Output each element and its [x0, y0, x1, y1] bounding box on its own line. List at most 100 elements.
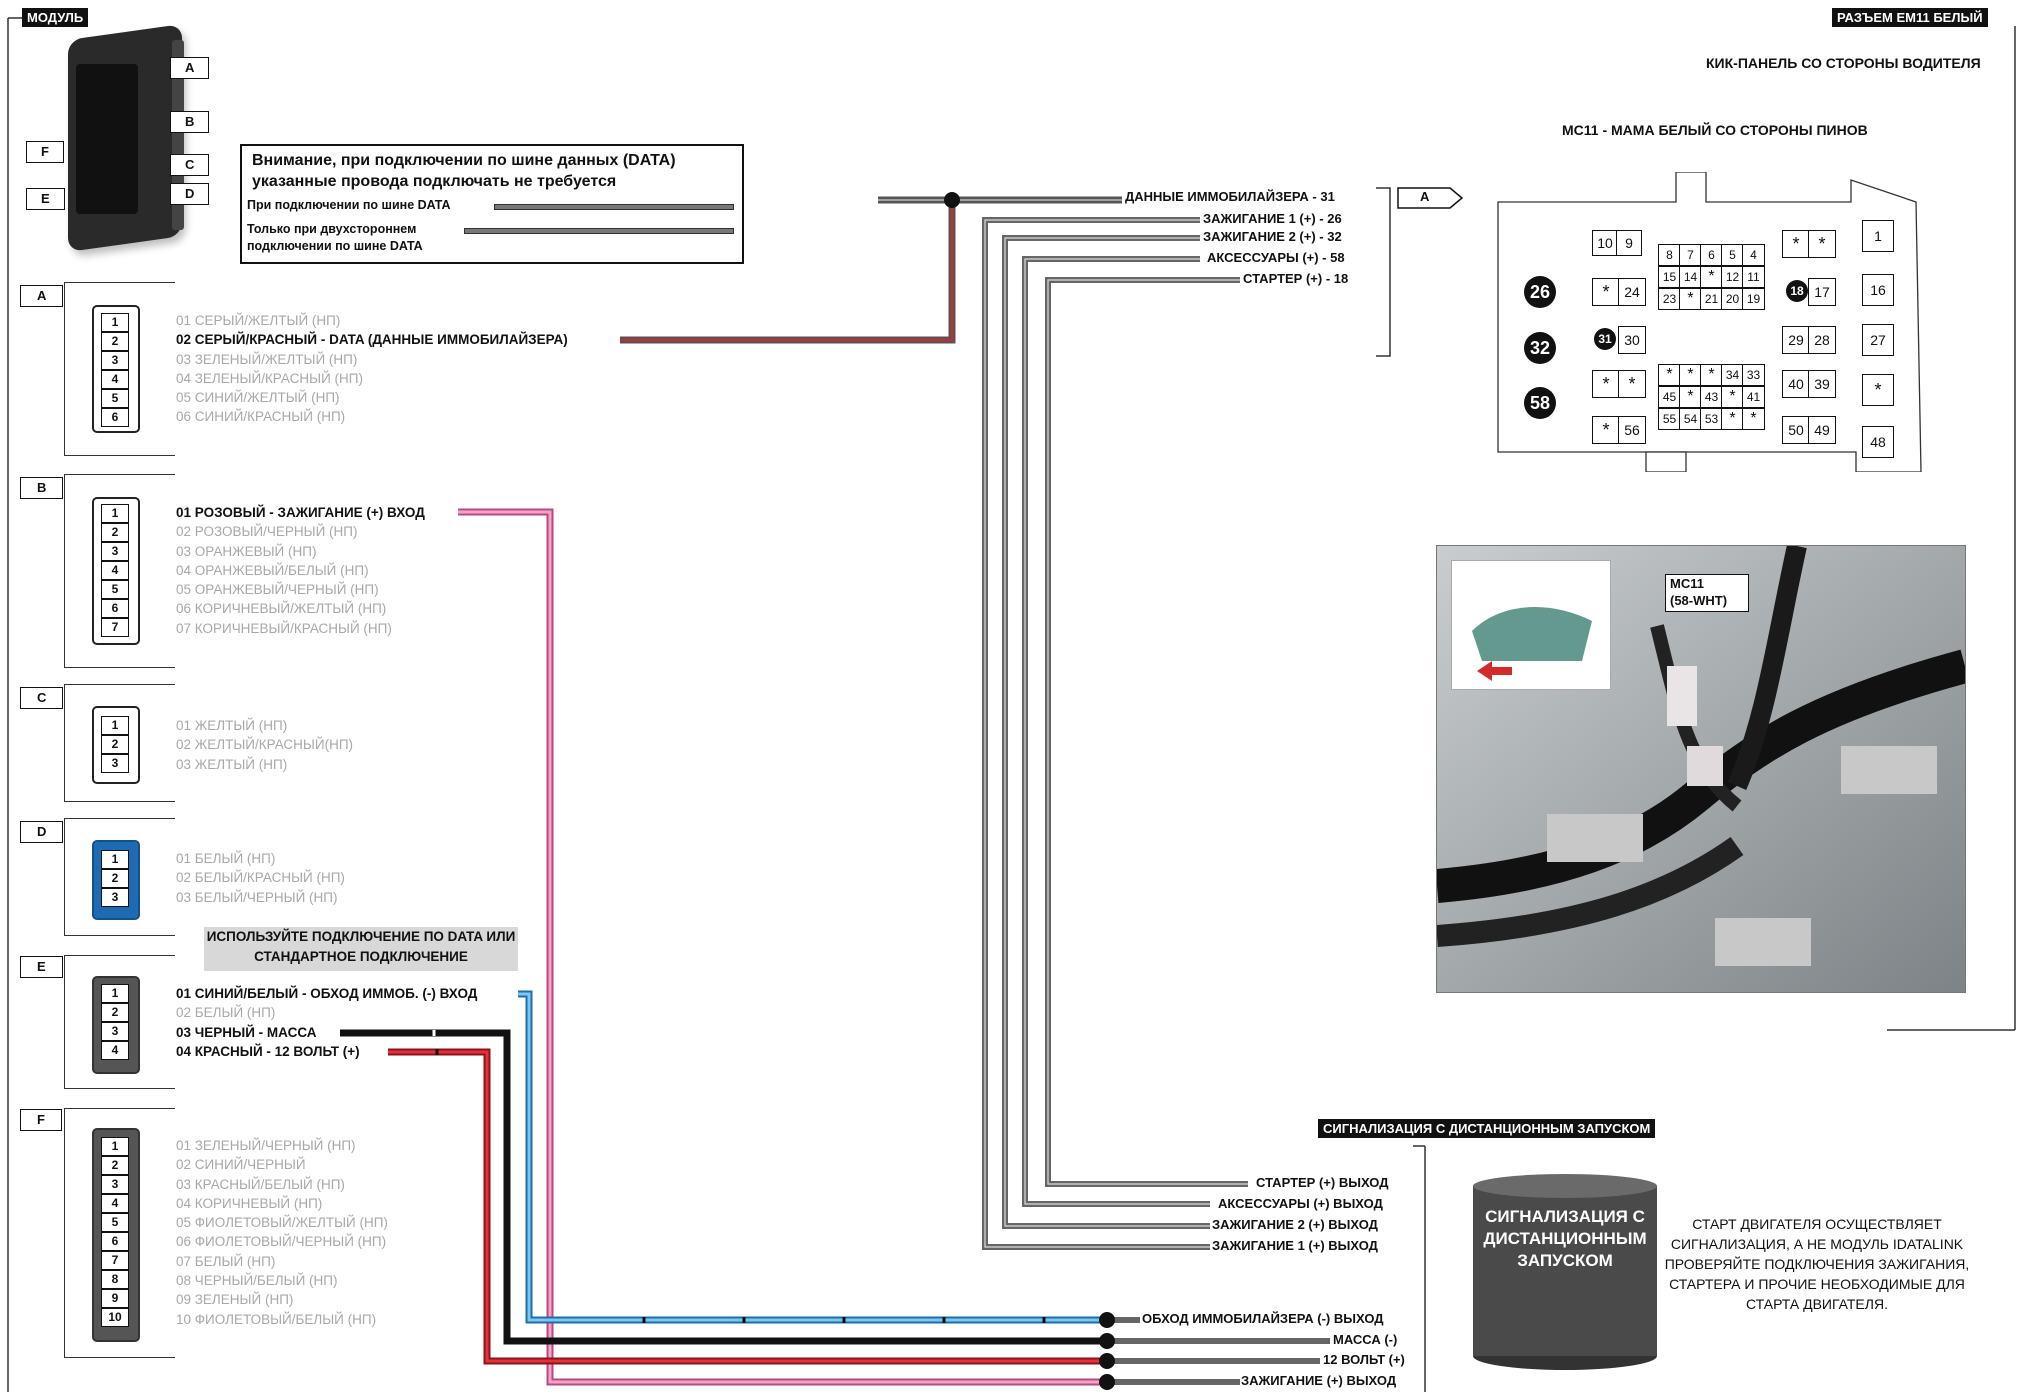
wire-b3: 03 ОРАНЖЕВЫЙ (НП)	[176, 543, 317, 559]
photo-blank-label-3	[1715, 918, 1811, 966]
wire-a5: 05 СИНИЙ/ЖЕЛТЫЙ (НП)	[176, 390, 340, 406]
vehicle-wire-starter: СТАРТЕР (+) - 18	[1243, 271, 1349, 286]
out-12v: 12 ВОЛЬТ (+)	[1323, 1352, 1405, 1367]
wire-f10: 10 ФИОЛЕТОВЫЙ/БЕЛЫЙ (НП)	[176, 1311, 377, 1327]
vehicle-wire-ign2: ЗАЖИГАНИЕ 2 (+) - 32	[1203, 229, 1342, 244]
red-12v-wire	[388, 1048, 1105, 1365]
alarm-output-ign1: ЗАЖИГАНИЕ 1 (+) ВЫХОД	[1212, 1238, 1378, 1253]
warning-line1: Внимание, при подключении по шине данных…	[252, 152, 676, 169]
pin-circle-18: 18	[1786, 280, 1808, 302]
connector-title: РАЗЪЕМ EM11 БЕЛЫЙ	[1832, 8, 1988, 27]
alarm-unit-label: СИГНАЛИЗАЦИЯ С ДИСТАНЦИОННЫМ ЗАПУСКОМ	[1483, 1207, 1647, 1270]
vehicle-bracket	[1376, 187, 1391, 357]
wire-b2: 02 РОЗОВЫЙ/ЧЕРНЫЙ (НП)	[176, 524, 358, 540]
wire-f6: 06 ФИОЛЕТОВЫЙ/ЧЕРНЫЙ (НП)	[176, 1234, 387, 1250]
port-tag-c: C	[170, 154, 210, 176]
connector-f-wires: 01 ЗЕЛЕНЫЙ/ЧЕРНЫЙ (НП) 02 СИНИЙ/ЧЕРНЫЙ 0…	[176, 1136, 388, 1329]
warning-row2b: подключении по шине DATA	[247, 239, 423, 253]
section-f-frame	[64, 1108, 175, 1358]
vehicle-photo: MC11 (58-WHT)	[1436, 545, 1966, 993]
photo-blank-label-1	[1841, 746, 1937, 794]
mc11-pinout: 26 32 58 18 31 10 9 8 7 6 5 4 * * 1 * 24…	[1496, 172, 1926, 472]
out-ground: МАССА (-)	[1333, 1332, 1398, 1347]
pink-ignition-wire	[458, 508, 1105, 1386]
vehicle-wire-acc: АКСЕССУАРЫ (+) - 58	[1207, 250, 1345, 265]
port-tag-a: A	[170, 57, 210, 79]
port-tag-b: B	[170, 111, 210, 133]
wire-a2: 02 СЕРЫЙ/КРАСНЫЙ - DATA (ДАННЫЕ ИММОБИЛА…	[176, 332, 568, 348]
port-tag-d: D	[170, 183, 210, 205]
wire-e2: 02 БЕЛЫЙ (НП)	[176, 1005, 276, 1021]
data-or-standard-note: ИСПОЛЬЗУЙТЕ ПОДКЛЮЧЕНИЕ ПО DATA ИЛИ СТАН…	[204, 927, 518, 971]
wire-e3: 03 ЧЕРНЫЙ - МАССА	[176, 1024, 317, 1040]
wire-f3: 03 КРАСНЫЙ/БЕЛЫЙ (НП)	[176, 1176, 345, 1192]
vehicle-data-line	[878, 192, 1122, 208]
vehicle-wire-data: ДАННЫЕ ИММОБИЛАЙЗЕРА - 31	[1125, 189, 1335, 204]
pin-circle-26: 26	[1524, 276, 1556, 308]
wire-f7: 07 БЕЛЫЙ (НП)	[176, 1253, 276, 1269]
connector-e-wires: 01 СИНИЙ/БЕЛЫЙ - ОБХОД ИММОБ. (-) ВХОД 0…	[176, 984, 477, 1061]
section-d-frame	[64, 818, 175, 936]
wire-c1: 01 ЖЕЛТЫЙ (НП)	[176, 718, 288, 733]
data-junction-dot	[944, 192, 960, 208]
warning-line-sample1	[494, 204, 734, 210]
warning-box: Внимание, при подключении по шине данных…	[240, 144, 744, 264]
wire-f1: 01 ЗЕЛЕНЫЙ/ЧЕРНЫЙ (НП)	[176, 1138, 356, 1153]
module-title: МОДУЛЬ	[22, 8, 89, 27]
connector-tag-b: B	[20, 477, 64, 499]
wire-e1: 01 СИНИЙ/БЕЛЫЙ - ОБХОД ИММОБ. (-) ВХОД	[176, 986, 478, 1001]
kick-panel-label: КИК-ПАНЕЛЬ СО СТОРОНЫ ВОДИТЕЛЯ	[1706, 55, 1981, 71]
mc11-title: MC11 - МАМА БЕЛЫЙ СО СТОРОНЫ ПИНОВ	[1562, 122, 1868, 138]
out-bypass: ОБХОД ИММОБИЛАЙЗЕРА (-) ВЫХОД	[1142, 1311, 1384, 1326]
connector-tag-a: A	[20, 285, 64, 307]
blue-bypass-wire	[518, 990, 1105, 1324]
connector-tag-e: E	[20, 956, 63, 978]
data-wire	[620, 200, 956, 344]
wire-d2: 02 БЕЛЫЙ/КРАСНЫЙ (НП)	[176, 870, 345, 886]
wire-f5: 05 ФИОЛЕТОВЫЙ/ЖЕЛТЫЙ (НП)	[176, 1215, 388, 1231]
connector-tag-f: F	[20, 1109, 62, 1131]
wire-f4: 04 КОРИЧНЕВЫЙ (НП)	[176, 1195, 323, 1211]
black-ground-wire	[340, 1029, 1105, 1345]
wire-e4: 04 КРАСНЫЙ - 12 ВОЛЬТ (+)	[176, 1043, 360, 1059]
warning-row2a: Только при двухстороннем	[247, 222, 417, 236]
wire-f2: 02 СИНИЙ/ЧЕРНЫЙ	[176, 1157, 306, 1173]
alarm-output-ign2: ЗАЖИГАНИЕ 2 (+) ВЫХОД	[1212, 1217, 1378, 1232]
connector-a-wires: 01 СЕРЫЙ/ЖЕЛТЫЙ (НП) 02 СЕРЫЙ/КРАСНЫЙ - …	[176, 311, 568, 427]
wire-b5: 05 ОРАНЖЕВЫЙ/ЧЕРНЫЙ (НП)	[176, 582, 379, 598]
port-tag-f: F	[26, 141, 64, 163]
warning-line-sample2	[464, 228, 734, 234]
module-image	[62, 23, 190, 253]
wire-b4: 04 ОРАНЖЕВЫЙ/БЕЛЫЙ (НП)	[176, 562, 369, 578]
alarm-note: СТАРТ ДВИГАТЕЛЯ ОСУЩЕСТВЛЯЕТ СИГНАЛИЗАЦИ…	[1664, 1216, 1970, 1312]
vehicle-wire-ign1: ЗАЖИГАНИЕ 1 (+) - 26	[1203, 211, 1342, 226]
wire-b1: 01 РОЗОВЫЙ - ЗАЖИГАНИЕ (+) ВХОД	[176, 505, 425, 520]
wire-b6: 06 КОРИЧНЕВЫЙ/ЖЕЛТЫЙ (НП)	[176, 601, 387, 617]
wire-a3: 03 ЗЕЛЕНЫЙ/ЖЕЛТЫЙ (НП)	[176, 351, 358, 367]
section-e-frame	[64, 955, 175, 1089]
photo-mc11-tag: MC11 (58-WHT)	[1665, 574, 1749, 612]
pin-circle-32: 32	[1524, 332, 1556, 364]
photo-blank-label-2	[1547, 814, 1643, 862]
pin-circle-31: 31	[1594, 328, 1616, 350]
connector-b-wires: 01 РОЗОВЫЙ - ЗАЖИГАНИЕ (+) ВХОД 02 РОЗОВ…	[176, 503, 425, 638]
connector-tag-c: C	[20, 687, 64, 709]
wire-f8: 08 ЧЕРНЫЙ/БЕЛЫЙ (НП)	[176, 1273, 338, 1289]
section-b-frame	[64, 474, 175, 668]
wire-a1: 01 СЕРЫЙ/ЖЕЛТЫЙ (НП)	[176, 313, 341, 328]
alarm-output-starter: СТАРТЕР (+) ВЫХОД	[1256, 1175, 1389, 1190]
alarm-output-acc: АКСЕССУАРЫ (+) ВЫХОД	[1218, 1196, 1383, 1211]
section-c-frame	[64, 684, 175, 802]
mc11-connector-photo	[1667, 666, 1697, 726]
vehicle-to-alarm-lines	[982, 217, 1248, 1250]
connector-d-wires: 01 БЕЛЫЙ (НП) 02 БЕЛЫЙ/КРАСНЫЙ (НП) 03 Б…	[176, 849, 345, 907]
port-tag-e: E	[26, 188, 65, 210]
warning-line2: указанные провода подключать не требуетс…	[252, 173, 617, 190]
wire-segment-marks	[432, 1030, 1046, 1323]
wire-c3: 03 ЖЕЛТЫЙ (НП)	[176, 756, 288, 772]
vehicle-connector-tag-a: A	[1420, 189, 1430, 204]
pin-circle-58: 58	[1524, 387, 1556, 419]
wire-a4: 04 ЗЕЛЕНЫЙ/КРАСНЫЙ (НП)	[176, 370, 363, 386]
wire-f9: 09 ЗЕЛЕНЫЙ (НП)	[176, 1292, 294, 1308]
